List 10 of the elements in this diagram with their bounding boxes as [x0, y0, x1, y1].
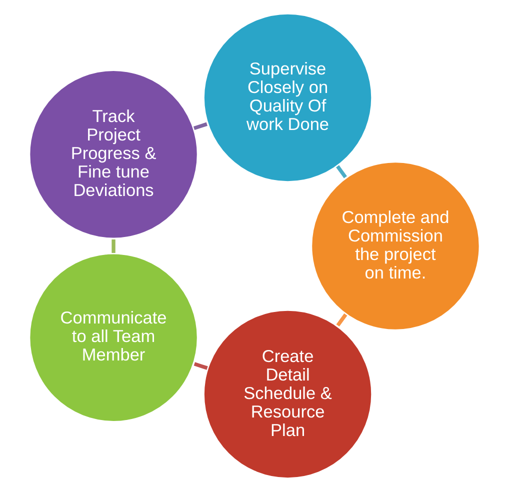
node-circle: Communicate to all Team Member	[27, 252, 199, 424]
connector	[336, 165, 346, 178]
node-circle: Create Detail Schedule & Resource Plan	[201, 308, 374, 480]
connector	[336, 313, 347, 326]
connector	[193, 362, 208, 370]
connector	[111, 239, 115, 253]
node-circle: Supervise Closely on Quality Of work Done	[201, 12, 374, 184]
node-circle: Complete and Commission the project on time.	[309, 160, 481, 332]
connector	[192, 122, 207, 130]
node-circle: Track Project Progress & Fine tune Deviations	[27, 68, 199, 240]
